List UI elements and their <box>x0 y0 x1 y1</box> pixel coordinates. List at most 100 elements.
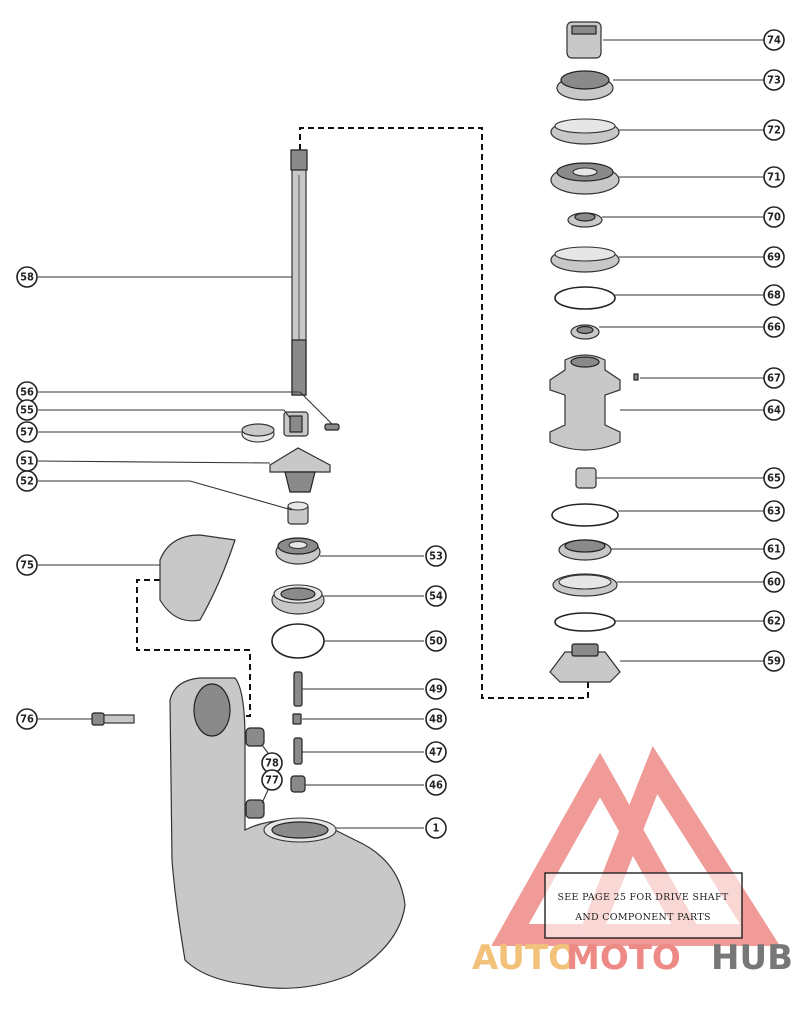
callout-label: 75 <box>20 559 34 572</box>
callout-48: 48 <box>425 708 447 730</box>
part-64-bearing-carrier <box>549 354 621 451</box>
callout-54: 54 <box>425 585 447 607</box>
part-77-nut <box>245 799 265 819</box>
callout-label: 51 <box>20 455 34 468</box>
callout-label: 56 <box>20 386 34 399</box>
callout-70: 70 <box>763 206 785 228</box>
callout-65: 65 <box>763 467 785 489</box>
callout-68: 68 <box>763 284 785 306</box>
part-61-tapered-bearing <box>558 539 612 561</box>
part-71-retainer <box>550 162 620 195</box>
callout-label: 69 <box>767 251 781 264</box>
callout-label: 71 <box>767 171 781 184</box>
callout-71: 71 <box>763 166 785 188</box>
callout-label: 65 <box>767 472 781 485</box>
callout-label: 64 <box>767 404 781 417</box>
callout-56: 56 <box>16 381 38 403</box>
dashed-reference-lines <box>136 127 589 717</box>
callout-label: 68 <box>767 289 781 302</box>
callout-59: 59 <box>763 650 785 672</box>
callout-75: 75 <box>16 554 38 576</box>
note-line-1: SEE PAGE 25 FOR DRIVE SHAFT <box>557 892 728 903</box>
part-1-gear-housing <box>169 677 406 989</box>
callout-61: 61 <box>763 538 785 560</box>
callout-label: 48 <box>429 713 443 726</box>
callout-label: 62 <box>767 615 781 628</box>
callout-55: 55 <box>16 399 38 421</box>
callout-label: 58 <box>20 271 34 284</box>
callout-label: 61 <box>767 543 781 556</box>
callout-66: 66 <box>763 316 785 338</box>
part-54-race <box>271 584 325 615</box>
watermark-text: AUTO MOTO HUB <box>472 938 793 978</box>
callout-74: 74 <box>763 29 785 51</box>
callout-46: 46 <box>425 774 447 796</box>
part-59-pinion-gear <box>549 643 621 683</box>
part-76-bolt <box>91 712 135 726</box>
part-46-nut <box>290 775 306 793</box>
part-52-bearing <box>287 501 309 525</box>
callout-49: 49 <box>425 678 447 700</box>
callout-72: 72 <box>763 119 785 141</box>
reference-note-box: SEE PAGE 25 FOR DRIVE SHAFT AND COMPONEN… <box>544 872 743 939</box>
callout-label: 76 <box>20 713 34 726</box>
callout-label: 55 <box>20 404 34 417</box>
leader-lines <box>37 39 764 829</box>
watermark-moto: MOTO <box>566 938 681 978</box>
part-50-o-ring <box>271 623 325 659</box>
part-72-washer <box>550 118 620 145</box>
part-78-nut <box>245 727 265 747</box>
part-56-pin <box>324 423 340 431</box>
callout-51: 51 <box>16 450 38 472</box>
part-47-stud <box>293 737 303 765</box>
callout-73: 73 <box>763 69 785 91</box>
callout-1: 1 <box>425 817 447 839</box>
callout-label: 1 <box>433 822 440 835</box>
callout-62: 62 <box>763 610 785 632</box>
part-68-o-ring <box>554 286 616 310</box>
part-69-ring <box>550 246 620 273</box>
callout-label: 50 <box>429 635 443 648</box>
callout-label: 46 <box>429 779 443 792</box>
part-65-bearing <box>575 467 597 489</box>
callout-50: 50 <box>425 630 447 652</box>
part-58-shaft <box>290 149 308 396</box>
part-60-race <box>552 573 618 597</box>
callout-label: 77 <box>265 774 279 787</box>
callout-label: 60 <box>767 576 781 589</box>
callout-label: 74 <box>767 34 781 47</box>
callout-60: 60 <box>763 571 785 593</box>
callout-53: 53 <box>425 545 447 567</box>
part-49-stud <box>293 671 303 707</box>
part-62-shim <box>554 612 616 632</box>
watermark-hub: HUB <box>711 938 793 978</box>
callout-label: 66 <box>767 321 781 334</box>
callout-76: 76 <box>16 708 38 730</box>
part-53-tapered-bearing <box>275 537 321 565</box>
watermark-auto: AUTO <box>472 938 577 978</box>
callout-47: 47 <box>425 741 447 763</box>
part-74-nut <box>566 21 602 59</box>
callout-label: 52 <box>20 475 34 488</box>
callout-label: 70 <box>767 211 781 224</box>
callout-label: 54 <box>429 590 443 603</box>
part-75-cover <box>159 534 236 622</box>
callout-64: 64 <box>763 399 785 421</box>
callout-label: 47 <box>429 746 443 759</box>
note-line-2: AND COMPONENT PARTS <box>574 912 711 923</box>
callout-57: 57 <box>16 421 38 443</box>
callout-label: 49 <box>429 683 443 696</box>
callout-label: 73 <box>767 74 781 87</box>
callout-52: 52 <box>16 470 38 492</box>
callout-63: 63 <box>763 500 785 522</box>
callout-label: 63 <box>767 505 781 518</box>
part-51-bevel-gear <box>269 447 331 493</box>
callout-58: 58 <box>16 266 38 288</box>
callout-label: 57 <box>20 426 34 439</box>
callout-label: 67 <box>767 372 781 385</box>
part-48-nut <box>292 713 302 725</box>
part-66-bearing <box>570 324 600 340</box>
callout-label: 53 <box>429 550 443 563</box>
part-73-nut <box>556 70 614 101</box>
